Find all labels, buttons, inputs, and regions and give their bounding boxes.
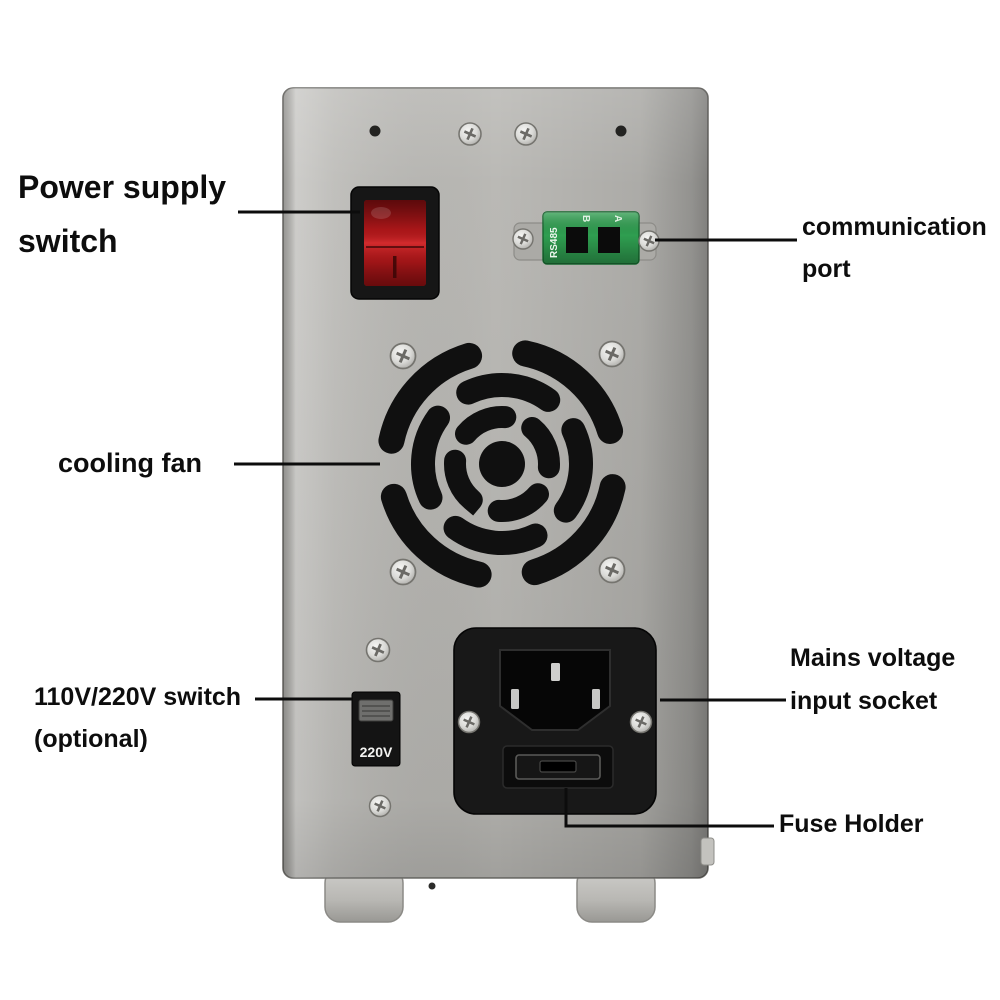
- screw: [389, 558, 417, 586]
- inlet-pin-ground: [551, 663, 560, 681]
- voltage-selector-label: 220V: [360, 744, 393, 760]
- voltage-selector-switch: 220V: [351, 691, 401, 767]
- fan-vent-ring-middle: [411, 373, 593, 555]
- label-voltage-switch-line1: 110V/220V switch: [34, 683, 242, 711]
- panel-hole: [615, 125, 627, 137]
- fan-hub: [479, 441, 525, 487]
- label-voltage-switch-line2: (optional): [34, 725, 148, 753]
- label-power-switch-line2: switch: [18, 223, 118, 259]
- fuse-drawer-slot: [539, 760, 577, 773]
- screw: [513, 121, 539, 147]
- screw: [598, 556, 626, 584]
- screw: [365, 637, 391, 663]
- label-comm-port-line1: communication: [802, 213, 987, 241]
- port-terminal-a: [598, 227, 620, 253]
- rocker-seam: [393, 256, 397, 278]
- port-terminal-b: [566, 227, 588, 253]
- label-cooling-fan: cooling fan: [58, 448, 202, 478]
- label-mains-socket-line1: Mains voltage: [790, 644, 956, 672]
- screw: [457, 710, 481, 734]
- screw: [629, 710, 653, 734]
- port-pin-b-label: B: [580, 215, 591, 222]
- inlet-pin-live: [511, 689, 519, 709]
- rs485-port: RS485 B A: [511, 211, 661, 265]
- fuse-holder: [502, 745, 614, 789]
- inlet-pin-neutral: [592, 689, 600, 709]
- port-type-label: RS485: [549, 227, 560, 258]
- cooling-fan: [376, 338, 628, 590]
- screw: [368, 794, 392, 818]
- label-fuse-holder: Fuse Holder: [779, 810, 924, 838]
- iec-inlet-socket: [453, 627, 657, 815]
- port-pin-a-label: A: [612, 215, 623, 222]
- screw: [598, 340, 626, 368]
- leader-line-fuse-holder: [564, 788, 774, 828]
- screw: [457, 121, 483, 147]
- power-rocker-switch: [350, 186, 440, 300]
- screw: [511, 227, 535, 251]
- fan-vent-ring-inner: [444, 406, 560, 522]
- label-power-switch-line1: Power supply: [18, 169, 227, 205]
- label-comm-port-line2: port: [802, 255, 851, 283]
- fan-vent-ring-outer: [376, 338, 628, 590]
- inlet-recess: [499, 649, 611, 731]
- side-clip: [700, 837, 715, 866]
- panel-hole: [428, 882, 436, 890]
- screw: [389, 342, 417, 370]
- label-mains-socket-line2: input socket: [790, 687, 938, 715]
- panel-hole: [369, 125, 381, 137]
